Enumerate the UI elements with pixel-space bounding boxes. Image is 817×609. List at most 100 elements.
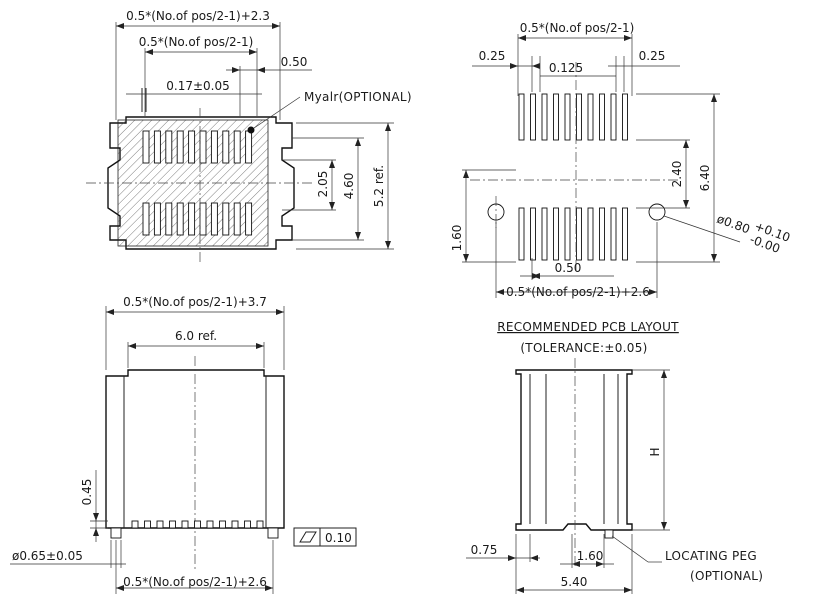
pcb-pad <box>518 207 525 261</box>
front-lead-row <box>131 520 264 529</box>
top-pin <box>165 130 173 164</box>
pcb-pad <box>564 207 571 261</box>
mylar-label: Myalr(OPTIONAL) <box>304 90 412 104</box>
pcb-dim-bottom: 0.5*(No.of pos/2-1)+2.6 <box>506 285 650 299</box>
front-lead <box>219 520 226 529</box>
pcb-dim-right: 0.25 <box>639 49 666 63</box>
pcb-pad <box>541 93 548 141</box>
top-pin <box>245 202 253 236</box>
pcb-pad <box>576 93 582 141</box>
locating-peg-optional: (OPTIONAL) <box>690 569 763 583</box>
top-pin <box>176 202 184 236</box>
pcb-dim-6-40: 6.40 <box>698 165 712 192</box>
pcb-dim-1-60: 1.60 <box>450 225 464 252</box>
pcb-pad <box>564 93 571 141</box>
top-pin-row-lower <box>142 202 253 236</box>
pcb-pad <box>610 93 617 141</box>
front-lead <box>144 520 151 529</box>
pcb-pad <box>587 207 594 261</box>
pcb-dim-hole: ø0.80 +0.10 -0.00 <box>715 212 792 256</box>
pcb-layout-view: 0.5*(No.of pos/2-1) 0.25 0.125 0.25 2.40… <box>450 21 792 299</box>
top-pin <box>210 202 218 236</box>
pcb-pad <box>599 207 605 261</box>
top-dim-a: 2.05 <box>316 171 330 198</box>
flatness-value: 0.10 <box>325 531 352 545</box>
front-peg-right <box>267 527 279 539</box>
front-lead <box>231 520 239 529</box>
side-dim-540: 5.40 <box>561 575 588 589</box>
pcb-pad <box>576 207 582 261</box>
locating-peg-label: LOCATING PEG <box>665 549 757 563</box>
pcb-layout-tolerance: (TOLERANCE:±0.05) <box>520 341 647 355</box>
front-peg-left <box>110 527 122 539</box>
top-dim-inner: 0.5*(No.of pos/2-1) <box>139 35 254 49</box>
pcb-pad <box>518 93 525 141</box>
pcb-pad <box>530 207 536 261</box>
front-view-body <box>105 369 285 529</box>
pcb-dim-2-40: 2.40 <box>670 161 684 188</box>
side-dim-075: 0.75 <box>471 543 498 557</box>
side-view: RECOMMENDED PCB LAYOUT (TOLERANCE:±0.05)… <box>466 320 763 594</box>
front-lead <box>181 520 189 529</box>
front-lead <box>169 520 176 529</box>
top-pin <box>165 202 173 236</box>
front-lead <box>244 520 251 529</box>
top-dim-overall: 0.5*(No.of pos/2-1)+2.3 <box>126 9 270 23</box>
flatness-frame <box>293 527 357 547</box>
top-pin <box>233 130 241 164</box>
front-dim-peg: ø0.65±0.05 <box>12 549 83 563</box>
pcb-dim-top: 0.5*(No.of pos/2-1) <box>520 21 635 35</box>
front-lead <box>206 520 214 529</box>
top-pin <box>153 130 161 164</box>
pcb-pad <box>587 93 594 141</box>
side-view-body <box>515 369 633 531</box>
top-pin <box>176 130 184 164</box>
pcb-dim-left: 0.25 <box>479 49 506 63</box>
top-pin <box>233 202 241 236</box>
top-pin <box>222 130 230 164</box>
side-dim-h: H <box>648 447 662 456</box>
pcb-pad <box>622 93 628 141</box>
front-view: 0.5*(No.of pos/2-1)+3.7 6.0 ref. 0.45 ø0… <box>10 295 357 594</box>
front-dim-bottom: 0.5*(No.of pos/2-1)+2.6 <box>123 575 267 589</box>
top-pin <box>245 130 253 164</box>
top-pin <box>199 202 207 236</box>
pcb-hole-right <box>648 203 666 221</box>
front-dim-ref: 6.0 ref. <box>175 329 217 343</box>
top-dim-pitch: 0.50 <box>281 55 308 69</box>
top-pin <box>188 130 196 164</box>
pcb-pad <box>530 93 536 141</box>
pcb-pad <box>622 207 628 261</box>
top-dim-b: 4.60 <box>342 173 356 200</box>
top-pin <box>153 202 161 236</box>
front-lead <box>194 520 201 529</box>
pcb-pad <box>553 207 559 261</box>
top-pin <box>210 130 218 164</box>
pcb-pad <box>610 207 617 261</box>
front-lead <box>131 520 139 529</box>
top-pin <box>142 130 150 164</box>
svg-text:ø0.80: ø0.80 <box>715 212 752 237</box>
top-pin <box>222 202 230 236</box>
top-pin-row-upper <box>142 130 253 164</box>
top-pin <box>142 202 150 236</box>
pcb-dim-pitch: 0.50 <box>555 261 582 275</box>
pcb-pad <box>599 93 605 141</box>
pcb-layout-title: RECOMMENDED PCB LAYOUT <box>497 320 679 334</box>
side-peg <box>604 529 614 539</box>
front-dim-045: 0.45 <box>80 479 94 506</box>
front-dim-overall: 0.5*(No.of pos/2-1)+3.7 <box>123 295 267 309</box>
front-lead <box>256 520 264 529</box>
pcb-pad-row-lower <box>518 207 628 261</box>
pcb-pad-row-upper <box>518 93 628 141</box>
pcb-pad <box>541 207 548 261</box>
pcb-dim-mid: 0.125 <box>549 61 583 75</box>
mylar-marker <box>247 126 255 134</box>
top-pin <box>188 202 196 236</box>
side-dim-160: 1.60 <box>577 549 604 563</box>
top-dim-lead: 0.17±0.05 <box>166 79 230 93</box>
top-pin <box>199 130 207 164</box>
top-view: 0.5*(No.of pos/2-1)+2.3 0.5*(No.of pos/2… <box>86 9 412 262</box>
pcb-pad <box>553 93 559 141</box>
